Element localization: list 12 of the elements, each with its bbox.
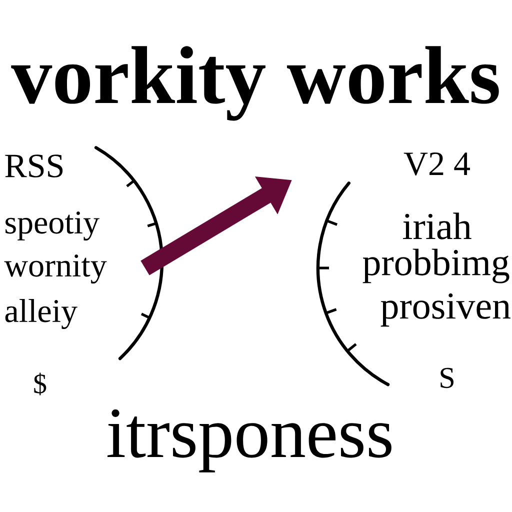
caption: itrsponess — [108, 409, 392, 472]
gauge-label: iriah — [402, 212, 472, 240]
gauge-label: wornity — [4, 254, 107, 284]
gauge-label: prosiven — [380, 293, 510, 327]
gauge-label: $ — [34, 372, 46, 396]
gauge-label: V2 4 — [404, 152, 470, 176]
heading: vorkity works — [11, 46, 499, 121]
gauge-label: probbimg — [362, 248, 510, 284]
gauge-label: speotiy — [6, 212, 100, 240]
gauge-label: alleiy — [5, 299, 78, 329]
gauge-label: S — [440, 368, 454, 388]
gauge-label: RSS — [5, 154, 63, 178]
